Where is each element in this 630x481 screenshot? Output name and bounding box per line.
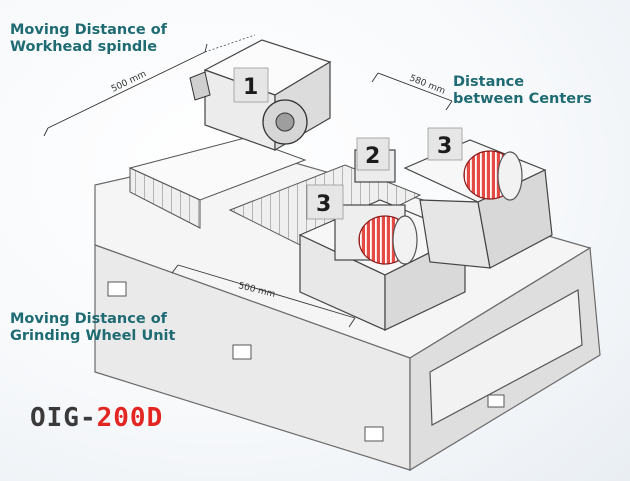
centers-label-line1: Distance [453,74,525,90]
front-motor [358,215,418,265]
centers-dimension-label: 580 mm [408,74,447,97]
wheel-label-line1: Moving Distance of [10,311,167,327]
svg-text:3: 3 [316,192,331,217]
model-name: OIG-200D [30,403,163,433]
base-window [429,289,583,426]
model-number: 200D [96,403,164,433]
svg-text:3: 3 [437,134,452,159]
marker-2: 2 [356,137,390,171]
base-foot [232,344,252,360]
workhead-spindle-center [275,112,295,132]
base-foot [107,281,127,297]
centers-distance-label: Distance between Centers [453,74,592,108]
workhead-label-line1: Moving Distance of [10,22,167,38]
model-prefix: OIG- [30,403,97,433]
centers-label-line2: between Centers [453,91,592,107]
workhead-travel-label: Moving Distance of Workhead spindle [10,22,167,56]
svg-text:1: 1 [243,75,258,100]
wheel-travel-label: Moving Distance of Grinding Wheel Unit [10,311,175,345]
wheel-label-line2: Grinding Wheel Unit [10,328,176,344]
svg-text:2: 2 [365,144,380,169]
base-foot [364,426,384,442]
marker-3-front: 3 [306,184,344,220]
marker-1: 1 [233,67,269,103]
rear-motor [463,150,523,201]
workhead-spindle-nose [189,71,211,101]
marker-3-rear: 3 [427,127,463,161]
base-foot [487,394,505,408]
left-bellows-front [129,167,201,229]
centers-dimension: 580 mm [371,72,453,111]
workhead-label-line2: Workhead spindle [10,39,158,55]
